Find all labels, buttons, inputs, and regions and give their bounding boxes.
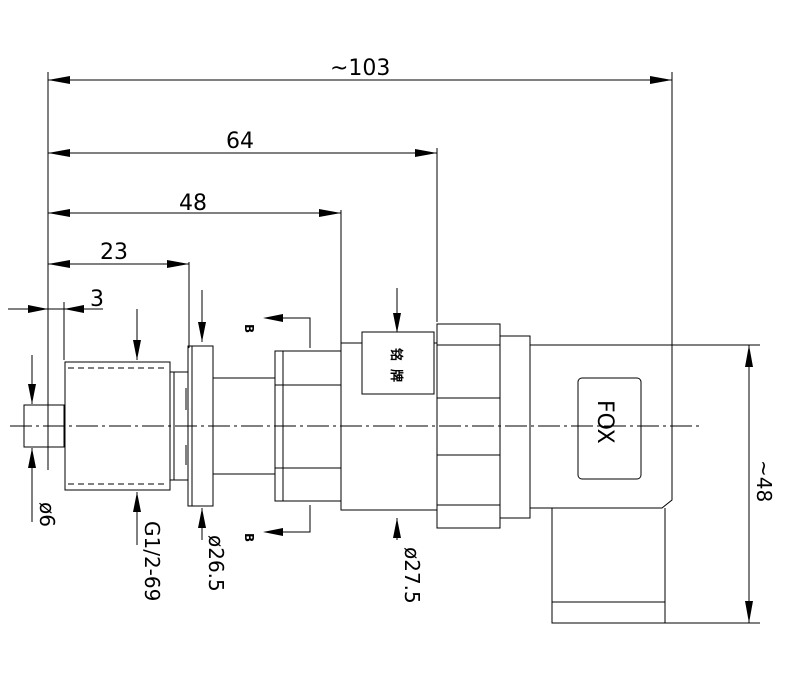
label-dia-26-5: ø26.5 <box>204 535 228 592</box>
nameplate <box>361 331 435 395</box>
sensor-body <box>10 323 700 624</box>
labels: ~103 64 48 23 3 B B 铭 牌 FOX ~48 ø6 G1/2-… <box>35 56 776 604</box>
section-mark-top: B <box>242 324 256 333</box>
connector-housing <box>529 344 673 509</box>
label-dia-27-5: ø27.5 <box>400 547 424 604</box>
connector-label-box <box>577 377 642 480</box>
label-height: ~48 <box>752 460 776 502</box>
cable-gland <box>551 508 666 624</box>
label-dia-6: ø6 <box>35 502 59 527</box>
label-length-64: 64 <box>226 129 254 154</box>
label-length-48: 48 <box>179 191 207 216</box>
nameplate-char-1: 铭 <box>388 348 404 361</box>
connector-label: FOX <box>592 400 617 444</box>
label-overall-length: ~103 <box>330 56 390 81</box>
label-length-3: 3 <box>90 287 104 312</box>
collar <box>499 335 531 519</box>
nameplate-char-2: 牌 <box>388 369 404 382</box>
label-thread: G1/2-69 <box>140 521 164 601</box>
section-mark-bottom: B <box>242 533 256 542</box>
label-length-23: 23 <box>100 240 128 265</box>
dimension-lines <box>8 72 760 624</box>
